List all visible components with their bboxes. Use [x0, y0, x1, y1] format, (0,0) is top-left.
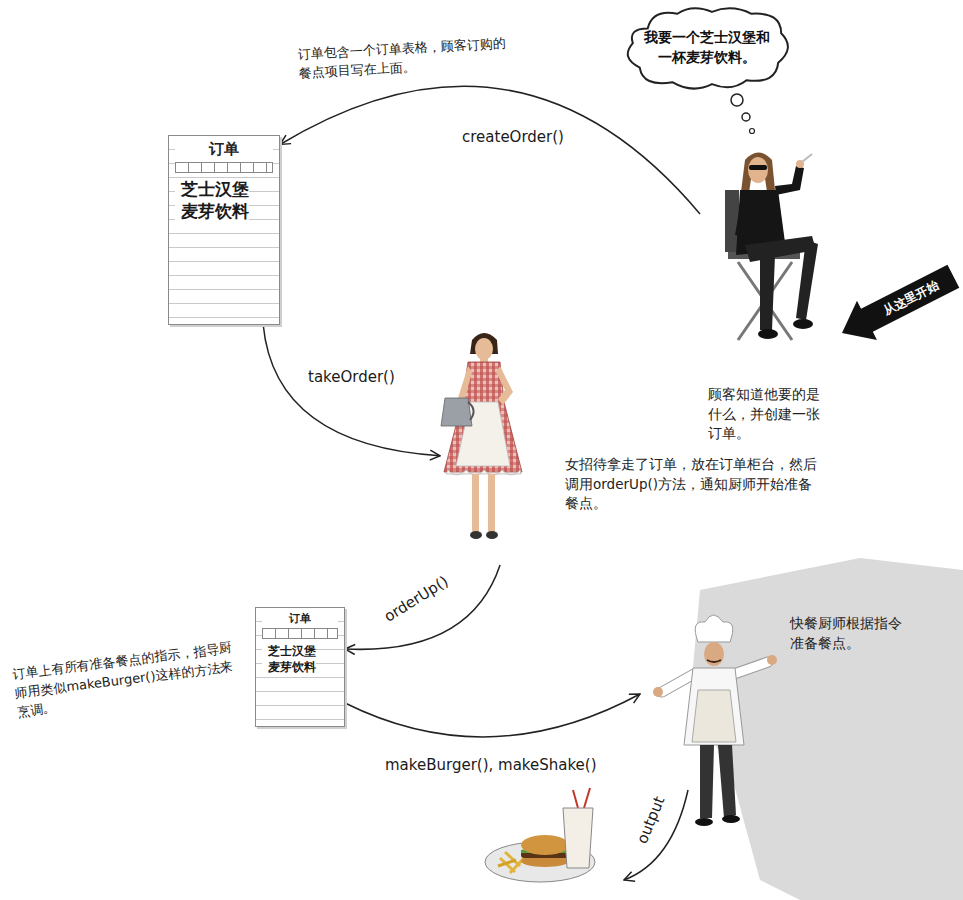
food-plate — [521, 835, 569, 855]
method-label: makeBurger(), makeShake() — [385, 756, 597, 774]
order-heading: 订单 — [262, 612, 338, 626]
customer-figure — [725, 153, 818, 341]
waitress-figure — [441, 398, 472, 426]
start-marker-text: 从这里开始 — [880, 277, 941, 319]
order-item: 麦芽饮料 — [175, 200, 249, 222]
flow-arrow — [345, 565, 500, 649]
thought-dots — [731, 94, 743, 106]
waitress-figure — [486, 531, 498, 539]
waitress-figure — [468, 402, 474, 420]
customer-figure — [748, 157, 768, 183]
cook-figure — [695, 615, 733, 642]
start-arrow — [832, 257, 963, 353]
annotation-note: 订单包含一个订单表格，顾客订购的餐点项目写在上面。 — [297, 34, 511, 83]
watermark-blob — [690, 558, 963, 900]
waitress-figure — [472, 474, 479, 532]
method-label: createOrder() — [462, 128, 564, 146]
cook-figure — [718, 745, 736, 818]
thought-text: 我要一个芝士汉堡和一杯麦芽饮料。 — [644, 28, 770, 67]
waitress-figure — [470, 531, 482, 539]
cook-figure — [653, 687, 663, 697]
method-label: takeOrder() — [308, 368, 395, 386]
order-slip: 订单芝士汉堡麦芽饮料 — [255, 607, 345, 727]
order-slip: 订单芝士汉堡麦芽饮料 — [168, 135, 280, 325]
cook-figure — [684, 668, 744, 745]
customer-figure — [793, 319, 813, 329]
order-header-grid — [175, 162, 273, 173]
cook-figure — [707, 660, 721, 662]
waitress-figure — [446, 470, 521, 475]
customer-figure — [749, 165, 767, 170]
method-label: orderUp() — [381, 572, 452, 626]
thought-dots — [731, 94, 755, 134]
cook-node: 快餐厨师根据指令准备餐点。 — [640, 608, 915, 780]
caption-text: 顾客知道他要的是什么，并创建一张订单。 — [708, 385, 820, 444]
order-item: 麦芽饮料 — [262, 660, 316, 676]
customer-figure — [775, 166, 804, 195]
flow-arrow — [263, 325, 440, 456]
watermark-blob — [690, 558, 963, 900]
order-heading: 订单 — [175, 140, 273, 160]
waitress-figure — [441, 333, 522, 539]
start-arrow — [832, 257, 963, 353]
cook-figure — [662, 674, 694, 692]
food-plate — [573, 790, 578, 808]
cook-figure — [734, 662, 768, 674]
thought-dots — [750, 129, 755, 134]
caption-text: 快餐厨师根据指令准备餐点。 — [790, 614, 908, 653]
food-plate — [498, 860, 516, 866]
cook-figure — [704, 642, 724, 666]
order-item: 芝士汉堡 — [175, 178, 249, 200]
waitress-figure — [496, 366, 513, 405]
flow-arrow — [345, 694, 640, 737]
thought-dots — [742, 113, 750, 121]
output-arrow — [624, 790, 688, 880]
cook-figure — [734, 662, 768, 674]
customer-figure — [735, 195, 762, 240]
cook-figure — [700, 745, 714, 818]
customer-node: 顾客知道他要的是什么，并创建一张订单。 — [700, 140, 835, 448]
order-item: 芝士汉堡 — [262, 644, 316, 660]
waitress-figure — [475, 338, 493, 360]
cook-figure — [653, 615, 777, 826]
cook-figure — [767, 655, 777, 665]
cook-figure — [662, 674, 694, 692]
waitress-figure — [458, 366, 472, 402]
customer-figure — [760, 255, 775, 330]
caption-text: 女招待拿走了订单，放在订单柜台，然后调用orderUp()方法，通知厨师开始准备… — [565, 455, 823, 514]
cook-figure — [722, 815, 740, 823]
flow-arrow — [280, 86, 700, 214]
food-plate — [485, 788, 595, 882]
customer-figure — [796, 240, 818, 320]
output-label: output — [633, 794, 668, 847]
annotation-note: 订单上有所有准备餐点的指示，指导厨师用类似makeBurger()这样的方法来烹… — [11, 639, 241, 723]
output-arrow — [624, 790, 688, 880]
bubble-outline — [618, 4, 796, 92]
food-plate — [563, 808, 593, 868]
waitress-figure — [488, 474, 495, 532]
cook-figure — [692, 690, 736, 742]
customer-figure — [802, 154, 812, 162]
cook-figure — [695, 818, 713, 826]
customer-figure — [758, 329, 778, 339]
bubble-outline — [628, 8, 788, 88]
waitress-node: 女招待拿走了订单，放在订单柜台，然后调用orderUp()方法，通知厨师开始准备… — [440, 450, 830, 565]
order-header-grid — [262, 628, 338, 639]
thought-bubble: 我要一个芝士汉堡和一杯麦芽饮料。 — [618, 4, 796, 92]
food-plate — [584, 788, 590, 808]
